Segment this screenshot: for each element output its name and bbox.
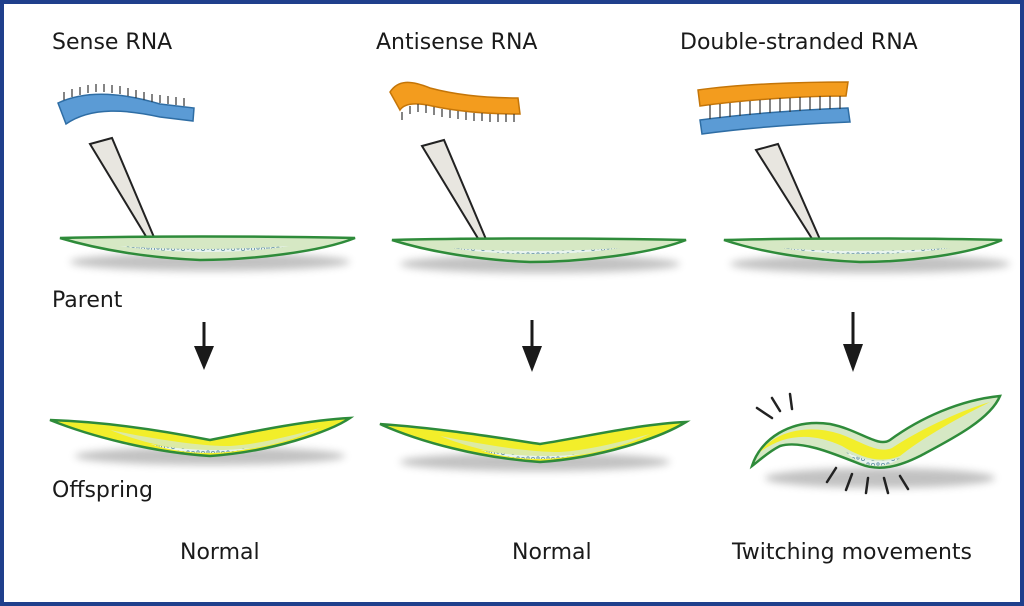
down-arrow: [522, 320, 542, 372]
down-arrow: [194, 322, 214, 370]
parent-worm: [723, 237, 1010, 273]
down-arrow: [843, 312, 863, 372]
antisense-result-label: Normal: [512, 540, 592, 565]
sense-result-label: Normal: [180, 540, 260, 565]
offspring-worm: [379, 420, 691, 471]
injection-needle: [420, 138, 490, 247]
parent-worm: [391, 237, 687, 273]
offspring-row-label: Offspring: [52, 478, 153, 503]
injection-needle: [754, 142, 824, 247]
double-stranded-rna: [697, 81, 851, 135]
offspring-worm: [49, 416, 355, 465]
double-stranded-rna-label: Double-stranded RNA: [680, 30, 918, 55]
sense-rna-label: Sense RNA: [52, 30, 173, 55]
parent-row-label: Parent: [52, 288, 123, 313]
antisense-rna-label: Antisense RNA: [376, 30, 538, 55]
sense-rna-strand: [57, 84, 195, 126]
twitching-offspring-worm: [749, 392, 1002, 495]
double-stranded-result-label: Twitching movements: [732, 540, 973, 565]
antisense-rna-strand: [389, 81, 521, 122]
injection-needle: [88, 136, 158, 245]
parent-worm: [59, 235, 356, 271]
